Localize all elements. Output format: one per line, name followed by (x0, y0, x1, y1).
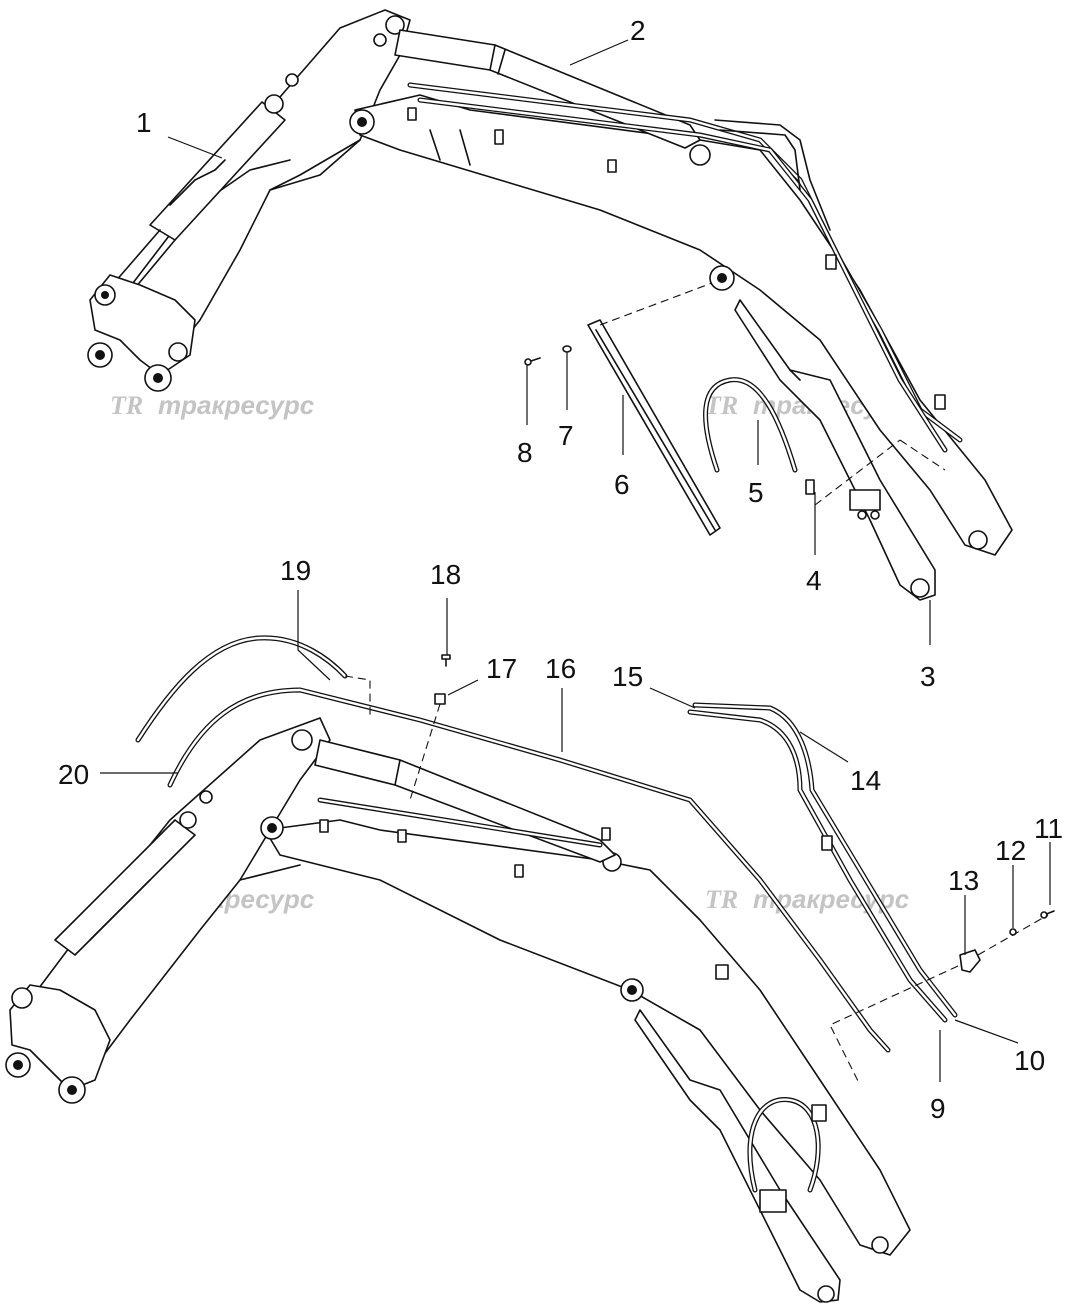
callout-18: 18 (430, 559, 461, 590)
leader-lines (100, 39, 1051, 1082)
arm-cylinder (394, 29, 701, 149)
callout-9: 9 (930, 1093, 946, 1124)
callout-labels: 1 2 3 4 5 6 7 8 9 10 11 12 13 14 15 16 1… (58, 15, 1063, 1124)
watermark-logo: TR (110, 391, 143, 420)
callout-2: 2 (630, 15, 646, 46)
callout-1: 1 (136, 107, 152, 138)
callout-16: 16 (545, 653, 576, 684)
top-boom-assembly (87, 9, 1013, 601)
callout-14: 14 (850, 765, 881, 796)
callout-11: 11 (1034, 813, 1063, 844)
part-4-fitting (805, 479, 815, 495)
bucket-cylinder-lower (634, 1009, 841, 1303)
callout-15: 15 (612, 661, 643, 692)
callout-20: 20 (58, 759, 89, 790)
watermark-bottom-right: TR тракресурс (705, 884, 910, 914)
watermark-logo: TR (705, 885, 738, 914)
callout-8: 8 (517, 437, 533, 468)
part-7-washer (562, 345, 572, 353)
callout-19: 19 (280, 555, 311, 586)
arm-body (354, 94, 1013, 556)
part-17-clamp (434, 693, 446, 705)
boom-foot-lower (9, 984, 111, 1091)
callout-13: 13 (948, 865, 979, 896)
bottom-boom-assembly (5, 635, 1055, 1303)
arm-cylinder-lower (314, 739, 616, 863)
watermark-text: тракресурс (158, 390, 315, 420)
callout-6: 6 (614, 469, 630, 500)
callout-5: 5 (748, 477, 764, 508)
callout-10: 10 (1014, 1045, 1045, 1076)
callout-17: 17 (486, 653, 517, 684)
boom-cylinder-lower (54, 819, 196, 956)
watermark-top-left: TR тракресурс (110, 390, 315, 420)
callout-7: 7 (558, 420, 574, 451)
bucket-cylinder (734, 299, 936, 601)
callout-12: 12 (995, 835, 1026, 866)
callout-4: 4 (806, 565, 822, 596)
boom-cylinder (149, 101, 286, 241)
callout-3: 3 (920, 661, 936, 692)
part-13-bracket (959, 949, 981, 973)
